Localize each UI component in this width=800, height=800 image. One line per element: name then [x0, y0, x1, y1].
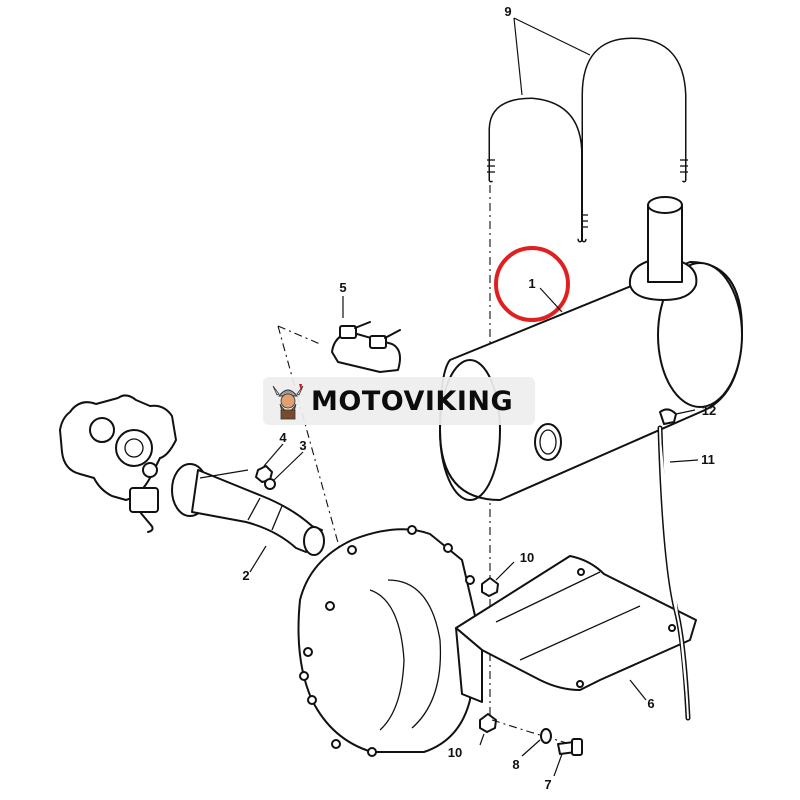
muffler	[439, 196, 743, 501]
callout-2: 2	[242, 568, 249, 583]
callout-9: 9	[504, 4, 511, 19]
callout-12: 12	[702, 403, 716, 418]
nut-10-lower	[479, 713, 497, 733]
callout-8: 8	[512, 757, 519, 772]
callout-5: 5	[339, 280, 346, 295]
watermark-text: MOTOVIKING	[311, 385, 514, 417]
callout-3: 3	[299, 438, 306, 453]
clamp	[331, 321, 401, 373]
washer-3	[264, 478, 276, 490]
drain-tube	[657, 425, 691, 721]
highlight-circle	[494, 246, 570, 322]
u-bolt-rear	[580, 37, 688, 243]
callout-1: 1	[528, 276, 535, 291]
viking-logo-icon	[272, 384, 304, 420]
u-bolt-front	[487, 97, 583, 243]
washer-8	[540, 728, 552, 744]
nut-10-upper	[481, 577, 499, 597]
callout-11: 11	[701, 452, 715, 467]
bracket	[455, 555, 697, 703]
elbow-fitting	[659, 408, 677, 425]
exhaust-pipe	[171, 463, 325, 556]
watermark: MOTOVIKING	[263, 377, 535, 425]
callout-7: 7	[544, 777, 551, 792]
callout-4: 4	[279, 430, 287, 445]
turbocharger	[59, 394, 177, 533]
bolt-7	[557, 738, 583, 756]
flywheel-housing	[297, 525, 477, 757]
callout-10-lower: 10	[448, 745, 462, 760]
callout-6: 6	[647, 696, 654, 711]
callout-10-upper: 10	[520, 550, 534, 565]
